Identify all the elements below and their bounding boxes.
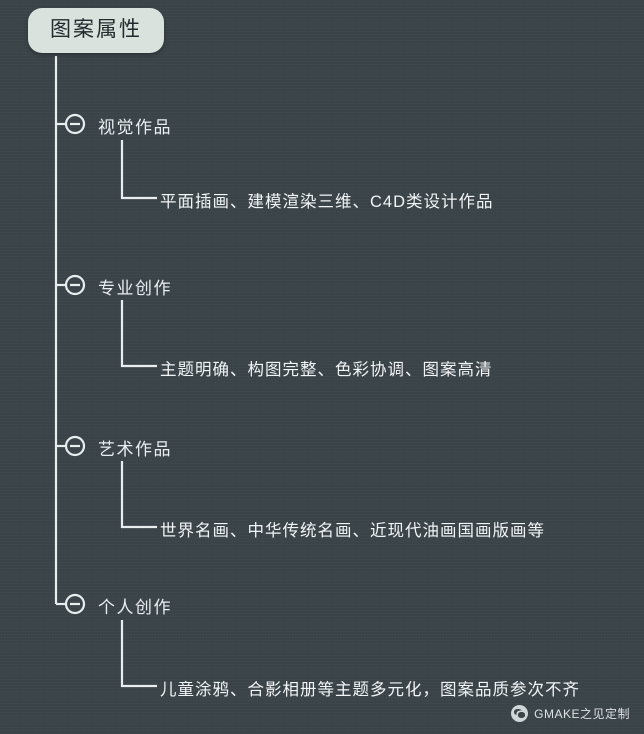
watermark-text: GMAKE之见定制 [534, 707, 630, 721]
branch-2-text: 专业创作 [98, 279, 172, 298]
leaf-label-4[interactable]: 儿童涂鸦、合影相册等主题多元化，图案品质参次不齐 [160, 676, 580, 700]
leaf-label-2[interactable]: 主题明确、构图完整、色彩协调、图案高清 [160, 356, 493, 380]
watermark: GMAKE之见定制 [511, 705, 630, 722]
leaf-2-text: 主题明确、构图完整、色彩协调、图案高清 [160, 361, 493, 379]
branch-label-4[interactable]: 个人创作 [98, 593, 172, 618]
leaf-1-text: 平面插画、建模渲染三维、C4D类设计作品 [160, 193, 494, 211]
root-node[interactable]: 图案属性 [28, 8, 164, 54]
leaf-3-text: 世界名画、中华传统名画、近现代油画国画版画等 [160, 522, 545, 540]
branch-3-text: 艺术作品 [98, 440, 172, 459]
root-node-label: 图案属性 [50, 18, 142, 41]
leaf-label-3[interactable]: 世界名画、中华传统名画、近现代油画国画版画等 [160, 517, 545, 541]
branch-4-text: 个人创作 [98, 598, 172, 617]
wechat-icon [511, 705, 529, 722]
branch-label-1[interactable]: 视觉作品 [98, 113, 172, 138]
branch-label-2[interactable]: 专业创作 [98, 274, 172, 299]
branch-1-text: 视觉作品 [98, 118, 172, 137]
leaf-4-text: 儿童涂鸦、合影相册等主题多元化，图案品质参次不齐 [160, 681, 580, 699]
branch-label-3[interactable]: 艺术作品 [98, 435, 172, 460]
leaf-label-1[interactable]: 平面插画、建模渲染三维、C4D类设计作品 [160, 188, 494, 212]
